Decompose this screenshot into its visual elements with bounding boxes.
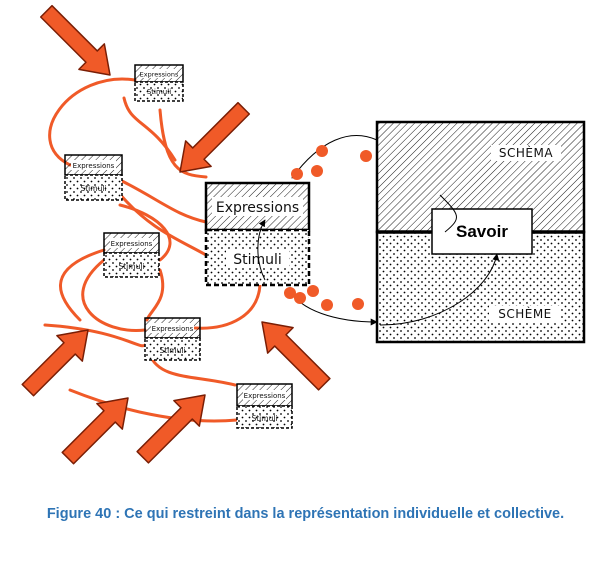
flow-arrow-top (291, 135, 378, 179)
figure-caption: Figure 40 : Ce qui restreint dans la rep… (46, 506, 565, 522)
connection-curves (43, 77, 262, 423)
small-box-4: Expressions Stimuli (144, 317, 201, 361)
small-box-1-bottom-label: Stimuli (147, 88, 171, 96)
small-box-3: Expressions Stimuli (103, 232, 160, 278)
small-box-2-top-label: Expressions (73, 162, 115, 170)
orange-dots (284, 145, 372, 311)
schema-label: SCHÈMA (499, 145, 553, 160)
small-box-2: Expressions Stimuli (64, 154, 123, 201)
pressure-arrow-1 (39, 4, 111, 76)
small-box-3-top-label: Expressions (111, 240, 153, 248)
small-box-4-top-label: Expressions (152, 325, 194, 333)
knowledge-box: SCHÈMA SCHÈME Savoir (375, 120, 586, 344)
flow-arrow-savoir (379, 253, 500, 326)
curve-top-left (48, 77, 137, 167)
pressure-arrow-5 (61, 397, 129, 465)
savoir-box (431, 208, 533, 255)
central-box-top-label: Expressions (216, 200, 299, 216)
knowledge-constraint-diagram: Expressions Stimuli Expressions Stimuli … (21, 4, 586, 465)
small-box-3-bottom-label: Stimuli (118, 262, 144, 271)
scheme-label: SCHÈME (498, 306, 552, 321)
central-box: Expressions Stimuli (204, 181, 311, 287)
small-box-1: Expressions Stimuli (134, 64, 184, 102)
small-box-5-bottom-label: Stimuli (251, 414, 277, 423)
savoir-label: Savoir (456, 222, 508, 241)
pressure-arrow-3 (261, 321, 331, 391)
small-box-4-bottom-label: Stimuli (159, 346, 185, 355)
central-box-bottom-label: Stimuli (233, 252, 282, 268)
small-box-1-top-label: Expressions (140, 71, 179, 79)
small-box-5-top-label: Expressions (244, 392, 286, 400)
flow-arrow-inner-left (257, 219, 266, 281)
small-box-5: Expressions Stimuli (236, 383, 293, 429)
flow-arrow-inner-right (439, 194, 457, 233)
pressure-arrow-2 (179, 101, 251, 173)
pressure-arrow-4 (21, 329, 89, 397)
small-box-2-bottom-label: Stimuli (80, 184, 106, 193)
pressure-arrow-6 (136, 394, 206, 464)
pressure-arrows (21, 4, 331, 465)
